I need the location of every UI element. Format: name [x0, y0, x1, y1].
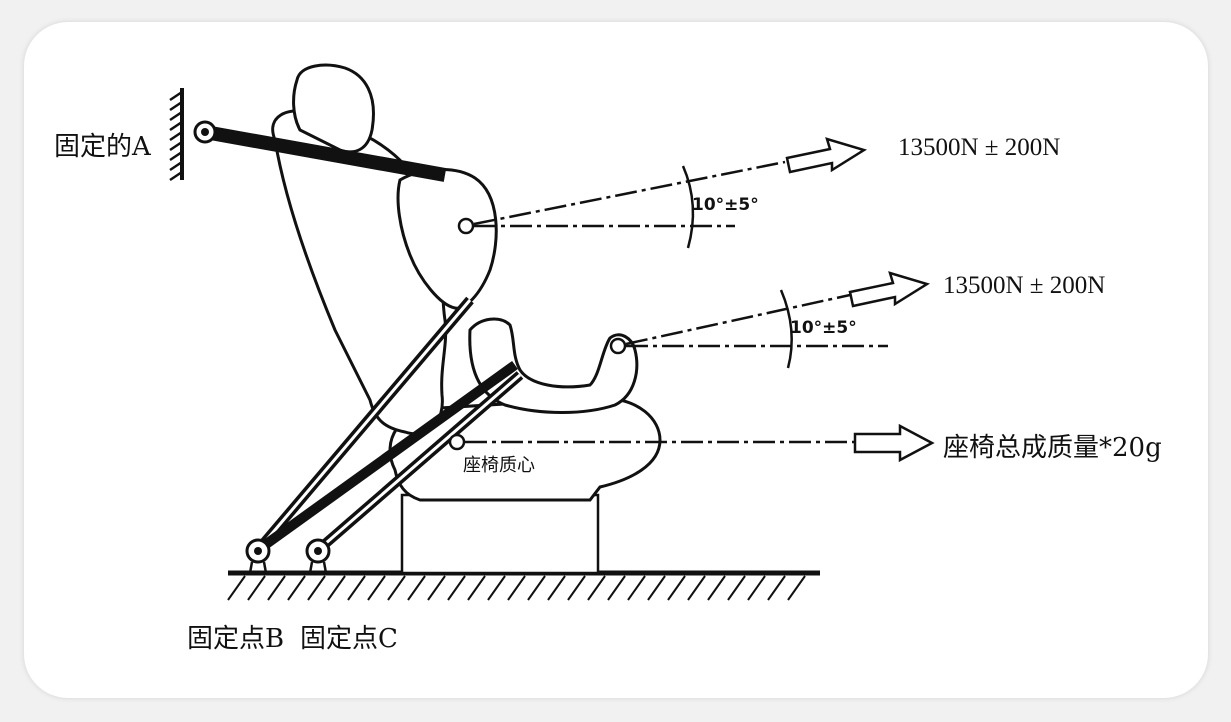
upper-angle-label: 10°±5° — [692, 195, 759, 215]
lower-force-arrow — [848, 271, 931, 308]
upper-load-point — [457, 217, 475, 235]
lower-angle-arc — [779, 289, 793, 369]
anchor-a-point — [193, 120, 217, 144]
strap-c-inner — [317, 373, 521, 552]
lower-load-point — [609, 337, 627, 355]
strap-b-inner — [256, 299, 472, 551]
anchor-c-point — [305, 538, 331, 574]
upper-force-lines — [473, 160, 786, 228]
lower-force-label: 13500N ± 200N — [943, 272, 1105, 299]
headrest — [292, 63, 375, 154]
upper-force-label: 13500N ± 200N — [898, 134, 1060, 161]
anchor-c-label: 固定点C — [300, 624, 398, 654]
cog-label: 座椅质心 — [463, 455, 535, 476]
upper-force-arrow — [785, 137, 868, 174]
anchor-b-point — [245, 538, 271, 574]
shoulder-block — [396, 168, 498, 310]
seat-pedestal — [400, 488, 600, 575]
wall-hatch — [169, 88, 184, 182]
ground-hatch — [227, 570, 820, 601]
lap-block — [468, 317, 639, 414]
anchor-a-label: 固定的A — [54, 132, 152, 162]
cog-force-arrow — [853, 423, 935, 463]
anchor-b-label: 固定点B — [187, 624, 284, 654]
upper-angle-arc — [681, 165, 695, 249]
cog-force-label: 座椅总成质量*20g — [943, 433, 1162, 463]
cog-point — [448, 433, 466, 451]
strap-b2 — [255, 360, 518, 555]
lower-force-lines — [625, 293, 888, 348]
strap-a — [203, 125, 447, 182]
lower-angle-label: 10°±5° — [790, 318, 857, 338]
